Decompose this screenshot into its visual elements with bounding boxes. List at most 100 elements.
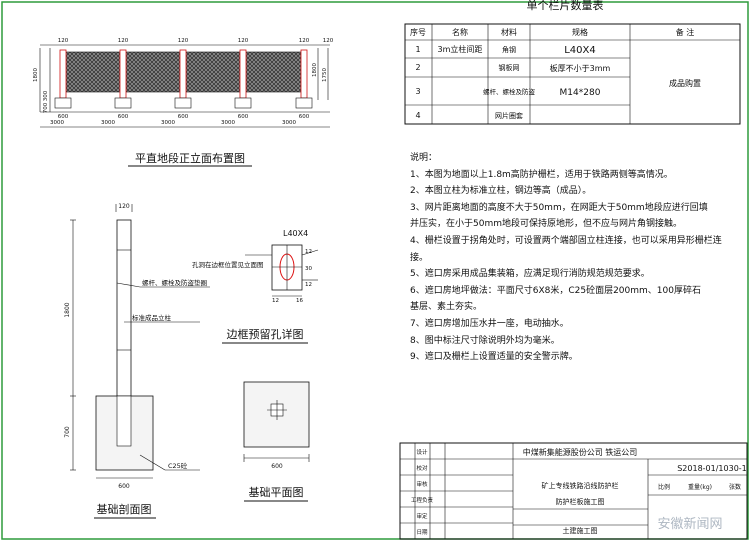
plan-view: 600 基础平面图 xyxy=(243,381,310,502)
tb-side-label: 设计 xyxy=(416,448,428,456)
note-line: 并压实，在小于50mm地段可保持原地形，但不应与网片角钢接触。 xyxy=(410,219,682,230)
col-header-remark: 备 注 xyxy=(676,27,695,37)
elevation-footing xyxy=(295,97,313,109)
elev-top-dim: 120 xyxy=(238,38,249,44)
elevation-post xyxy=(179,49,187,99)
tb-scale: 比例 xyxy=(658,483,670,491)
note-line: 8、图中标注尺寸除说明外均为毫米。 xyxy=(410,335,560,346)
section-title: 基础剖面图 xyxy=(97,502,152,516)
detail-dim-1: 12 xyxy=(305,249,312,255)
tb-weight: 重量(kg) xyxy=(688,483,712,491)
col-header-no: 序号 xyxy=(410,27,426,37)
notes-block: 说明： 1、本图为地面以上1.8m高防护栅栏，适用于铁路两侧等高情况。 2、本图… xyxy=(410,150,740,366)
note-line: 4、栅栏设置于拐角处时，可设置两个端部固立柱连接，也可以采用异形栅栏连 xyxy=(410,235,722,246)
elev-top-dim: 120 xyxy=(299,38,310,44)
row3-spec: M14*280 xyxy=(560,88,601,98)
section-height-dim-2: 700 xyxy=(64,426,71,438)
detail-dim-5: 16 xyxy=(296,298,303,304)
row1-spec: L40X4 xyxy=(564,45,596,56)
elevation-title: 平直地段正立面布置图 xyxy=(135,151,245,165)
note-line: 1、本图为地面以上1.8m高防护栅栏，适用于铁路两侧等高情况。 xyxy=(410,169,673,180)
tb-phase: 土建施工图 xyxy=(563,526,598,535)
elev-bottom-dim: 600 xyxy=(238,114,249,120)
section-top-dim: 120 xyxy=(118,203,130,210)
elevation-post xyxy=(119,49,127,99)
elev-left-dim-3: 700 xyxy=(43,102,49,113)
tb-side-label: 校对 xyxy=(416,464,428,472)
plan-dim: 600 xyxy=(271,463,283,470)
plan-title: 基础平面图 xyxy=(249,486,304,499)
hole-detail-view: L40X4 12 30 12 12 16 孔洞在边框位置见立面图 边框预留孔详图 xyxy=(192,229,319,344)
elevation-footing xyxy=(174,97,192,109)
elevation-footing xyxy=(114,97,132,109)
elev-top-dim: 120 xyxy=(323,38,334,44)
note-line: 5、遮口房采用成品集装箱，应满足现行消防规范规范要求。 xyxy=(410,269,650,280)
detail-dim-3: 12 xyxy=(305,282,312,288)
elevation-post xyxy=(59,49,67,99)
tb-side-label: 审定 xyxy=(416,512,428,520)
row2-no: 2 xyxy=(415,63,420,72)
elev-right-dim-2: 1750 xyxy=(322,68,328,82)
detail-note: 孔洞在边框位置见立面图 xyxy=(192,260,264,269)
section-label-post: 标准成品立柱 xyxy=(132,313,172,322)
detail-angle: L40X4 xyxy=(283,229,308,238)
row3-no: 3 xyxy=(415,87,420,96)
elev-bottom-dim: 600 xyxy=(118,114,129,120)
elev-top-dim: 120 xyxy=(58,38,69,44)
col-header-name: 名称 xyxy=(452,27,468,37)
elev-bottom-dim: 600 xyxy=(299,114,310,120)
elev-bottom-dim: 600 xyxy=(58,114,69,120)
detail-dim-2: 30 xyxy=(305,266,312,272)
elev-right-dim-1: 1800 xyxy=(312,63,318,77)
elev-bottom-dim: 600 xyxy=(178,114,189,120)
elev-left-dim-2: 300 xyxy=(43,90,49,101)
col-header-material: 材料 xyxy=(501,27,517,37)
col-header-spec: 规格 xyxy=(572,27,588,37)
elev-left-dim-1: 1800 xyxy=(33,68,39,82)
tb-watermark: 安徽新闻网 xyxy=(657,516,722,532)
row2-material: 钢板网 xyxy=(499,63,520,72)
elev-span-dim: 3000 xyxy=(101,120,115,126)
row1-material: 角钢 xyxy=(502,45,516,54)
elevation-footing xyxy=(54,97,72,109)
note-line: 6、遮口房地坪做法：平面尺寸6X8米，C25砼面层200mm、100厚碎石 xyxy=(410,285,701,296)
row1-name: 3m立柱间距 xyxy=(438,44,483,54)
note-line: 接。 xyxy=(410,252,429,263)
detail-title: 边框预留孔详图 xyxy=(227,327,304,341)
row2-spec: 板厚不小于3mm xyxy=(550,63,611,73)
tb-project: 矿上专线铁路沿线防护栏 xyxy=(542,481,619,490)
table-remark: 成品购置 xyxy=(669,78,701,88)
quantity-table: 单个栏片数量表 序号 名称 材料 规格 备 注 1 3m立柱间距 角钢 L40X… xyxy=(404,0,741,125)
tb-drawing-name: 防护栏板施工图 xyxy=(556,497,605,506)
section-height-dim-1: 1800 xyxy=(64,302,71,317)
elev-span-dim: 3000 xyxy=(161,120,175,126)
note-line: 7、遮口房增加压水井一座，电动抽水。 xyxy=(410,318,569,329)
elevation-view: 120 120 120 120 120 120 600 600 600 600 600 3000 3… xyxy=(33,38,334,167)
row1-no: 1 xyxy=(415,45,420,54)
section-view: 120 1800 700 600 螺杆、螺栓及防盗垫圈 标准成品立柱 C25砼 … xyxy=(64,203,210,519)
elev-top-dim: 120 xyxy=(118,38,129,44)
elevation-footing xyxy=(234,97,252,109)
note-line: 2、本图立柱为标准立柱，钢边等高（成品）。 xyxy=(410,186,592,197)
section-label-concrete: C25砼 xyxy=(168,461,188,470)
tb-company: 中煤新集能源股份公司 铁运公司 xyxy=(523,447,638,457)
elevation-post xyxy=(239,49,247,99)
detail-dim-4: 12 xyxy=(272,298,279,304)
row3-material: 螺杆、螺栓及防盗 xyxy=(483,87,536,96)
notes-heading: 说明： xyxy=(410,153,438,163)
section-label-bolt: 螺杆、螺栓及防盗垫圈 xyxy=(142,278,207,287)
tb-sheet: 张数 xyxy=(729,483,741,491)
row4-material: 网片圈套 xyxy=(495,111,523,120)
note-line: 3、网片距离地面的高度不大于50mm，在网距大于50mm地段应进行回填 xyxy=(410,202,708,213)
tb-side-label: 日期 xyxy=(416,529,428,536)
tb-side-label: 工程负责 xyxy=(411,496,434,504)
elev-span-dim: 3000 xyxy=(221,120,235,126)
section-base-dim: 600 xyxy=(118,483,130,490)
elev-span-dim: 3000 xyxy=(50,120,64,126)
row4-no: 4 xyxy=(415,111,420,120)
tb-drawing-no: S2018-01/1030-1 xyxy=(677,464,747,473)
elev-top-dim: 120 xyxy=(178,38,189,44)
